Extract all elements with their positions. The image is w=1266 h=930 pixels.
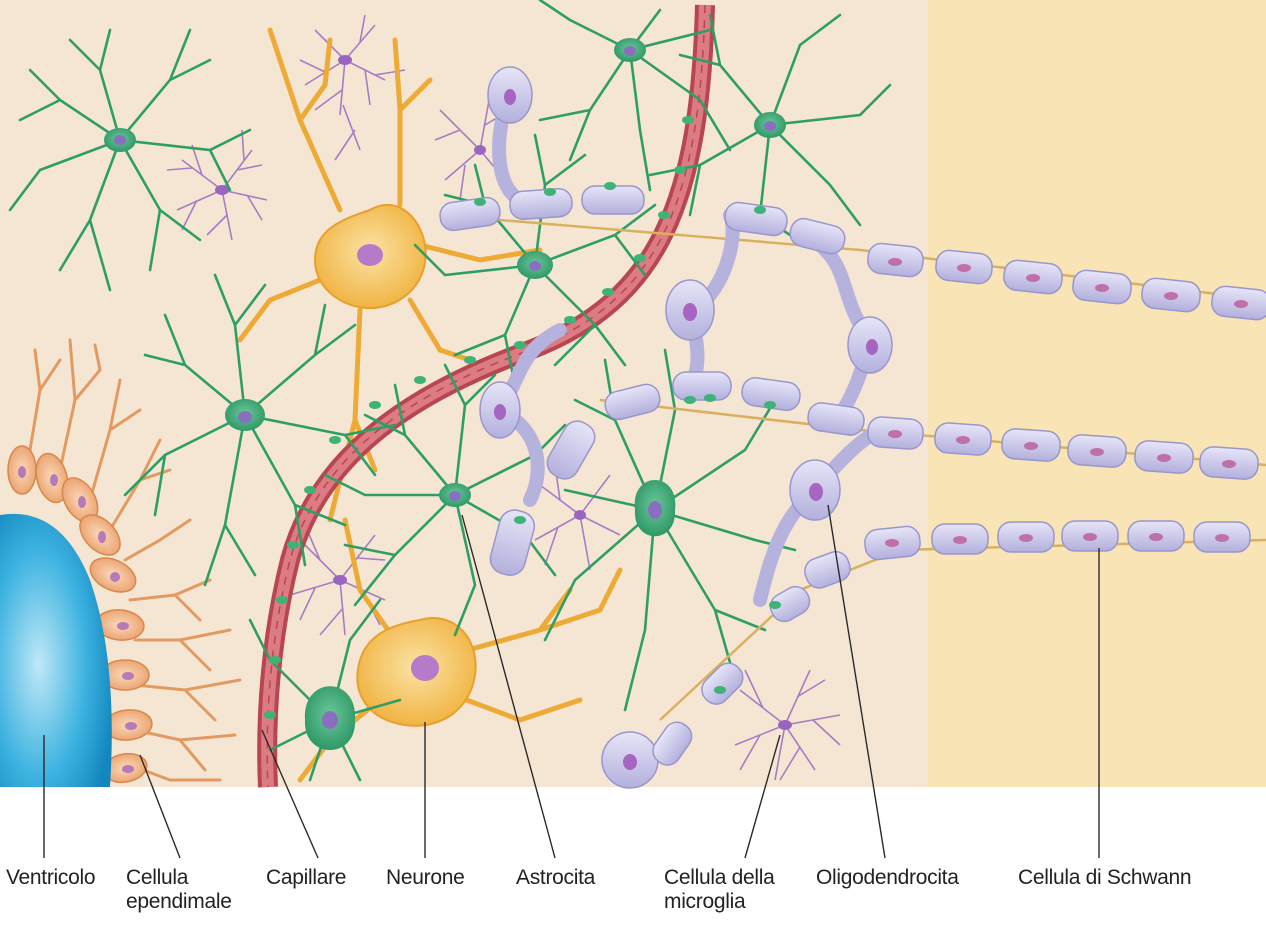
label-neurone-text: Neurone: [386, 866, 464, 890]
label-astrocita: Astrocita: [516, 866, 595, 890]
label-ventricolo-text: Ventricolo: [6, 866, 95, 890]
label-cellula-microglia: Cellula della microglia: [664, 866, 775, 914]
label-oligodendrocita-text: Oligodendrocita: [816, 866, 959, 890]
label-capillare-text: Capillare: [266, 866, 346, 890]
pns-background: [928, 0, 1266, 787]
label-cellula-schwann: Cellula di Schwann: [1018, 866, 1191, 890]
label-neurone: Neurone: [386, 866, 464, 890]
label-capillare: Capillare: [266, 866, 346, 890]
label-ventricolo: Ventricolo: [6, 866, 95, 890]
label-astrocita-text: Astrocita: [516, 866, 595, 890]
label-cellula-ependimale-line2: ependimale: [126, 890, 232, 914]
label-cellula-schwann-text: Cellula di Schwann: [1018, 866, 1191, 890]
label-cellula-ependimale-line1: Cellula: [126, 866, 232, 890]
label-cellula-microglia-line2: microglia: [664, 890, 775, 914]
label-oligodendrocita: Oligodendrocita: [816, 866, 959, 890]
label-cellula-microglia-line1: Cellula della: [664, 866, 775, 890]
label-cellula-ependimale: Cellula ependimale: [126, 866, 232, 914]
